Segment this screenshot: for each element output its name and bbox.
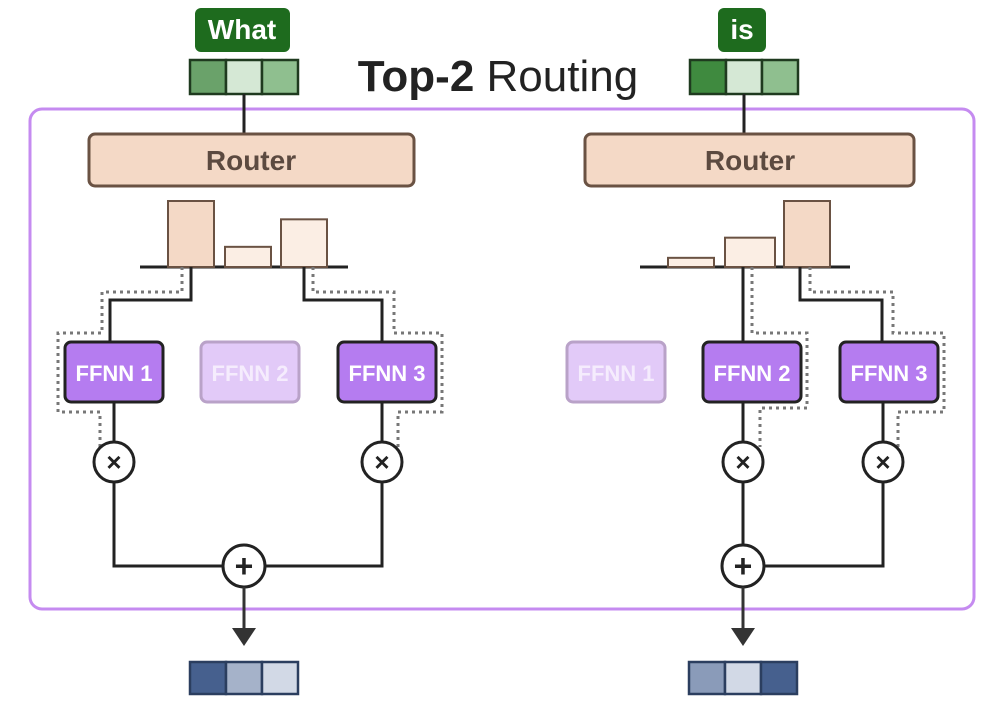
- example-is: is Router FFNN 1 FFNN 2 FFNN 3 ×: [565, 8, 946, 696]
- router-label: Router: [206, 145, 296, 176]
- expert-label: FFNN 2: [212, 361, 289, 386]
- prob-bar-3: [783, 200, 831, 268]
- token-label: is: [730, 14, 753, 45]
- diagram-title: Top-2 Routing: [358, 52, 638, 101]
- prob-bar-1: [167, 200, 215, 268]
- title-bold: Top-2: [358, 52, 475, 101]
- add-icon: +: [734, 548, 753, 584]
- output-embedding: [687, 660, 799, 696]
- router-label: Router: [705, 145, 795, 176]
- multiply-icon: ×: [374, 447, 389, 477]
- expert-label: FFNN 3: [349, 361, 426, 386]
- expert-label: FFNN 1: [578, 361, 655, 386]
- input-embedding: [688, 58, 800, 96]
- token-label: What: [208, 14, 276, 45]
- input-embedding: [188, 58, 300, 96]
- multiply-icon: ×: [735, 447, 750, 477]
- multiply-icon: ×: [106, 447, 121, 477]
- title-rest: Routing: [474, 52, 638, 101]
- expert-label: FFNN 2: [714, 361, 791, 386]
- prob-bar-2: [224, 245, 272, 268]
- prob-bar-3: [280, 218, 328, 268]
- token-tag: [195, 8, 290, 52]
- router-box: [87, 132, 416, 188]
- multiply-icon: ×: [875, 447, 890, 477]
- example-what: What Router FFNN 1 FFNN 2 FFNN 3: [56, 8, 444, 696]
- expert-ffnn-1: [565, 340, 667, 404]
- token-tag: [718, 8, 766, 52]
- prob-bar-1: [667, 256, 715, 269]
- prob-bar-2: [724, 236, 776, 269]
- moe-layer-panel: [28, 107, 976, 611]
- expert-ffnn-3: [838, 340, 940, 404]
- dotted-weight-path-3: [808, 267, 946, 447]
- output-embedding: [188, 660, 300, 696]
- expert-ffnn-3: [336, 340, 438, 404]
- expert-ffnn-2: [701, 340, 803, 404]
- dotted-weight-path-1: [56, 267, 184, 447]
- expert-label: FFNN 3: [851, 361, 928, 386]
- add-icon: +: [235, 548, 254, 584]
- arrow-down-icon: [731, 628, 755, 646]
- arrow-down-icon: [232, 628, 256, 646]
- expert-label: FFNN 1: [76, 361, 153, 386]
- router-box: [583, 132, 916, 188]
- expert-ffnn-2: [199, 340, 301, 404]
- dotted-weight-path-3: [311, 267, 444, 447]
